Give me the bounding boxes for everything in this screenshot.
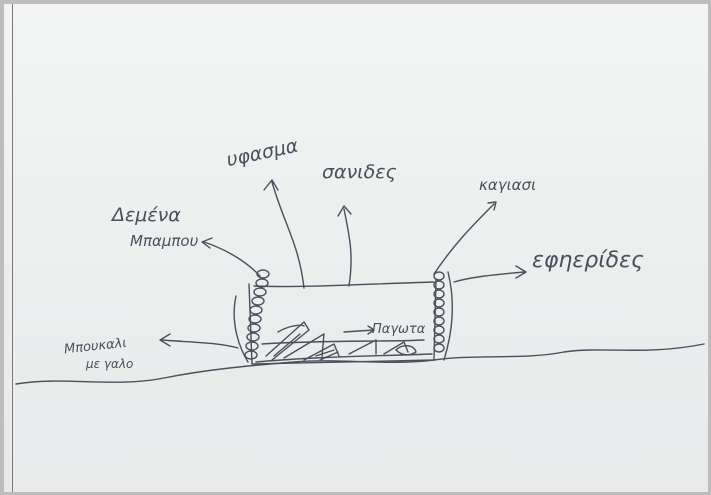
arrow-jar: [160, 334, 238, 348]
arrow-bamboo: [202, 238, 260, 276]
box-inner-floor: [262, 340, 424, 344]
outer-outline-right: [444, 272, 452, 360]
label-planks: σανιδες: [322, 161, 397, 183]
label-straw: Παγωτα: [372, 322, 425, 337]
label-jar-line2: με γαλο: [86, 357, 133, 371]
label-wall-posts: εφηερίδες: [532, 248, 644, 273]
label-bamboo-line2: Μπαμπου: [130, 232, 198, 250]
label-tanning-bath: καγιασι: [479, 176, 536, 194]
arrow-tanning: [434, 202, 496, 274]
arrow-wall-posts: [454, 266, 526, 282]
arrow-fabric: [264, 180, 304, 288]
arrow-planks: [338, 206, 351, 286]
label-bamboo-line1: Δεμένα: [112, 204, 181, 226]
box-top: [254, 282, 434, 287]
paper-sheet: υφασμα σανιδες καγιασι εφηερίδες Δεμένα …: [4, 4, 708, 492]
left-post: [245, 270, 269, 359]
